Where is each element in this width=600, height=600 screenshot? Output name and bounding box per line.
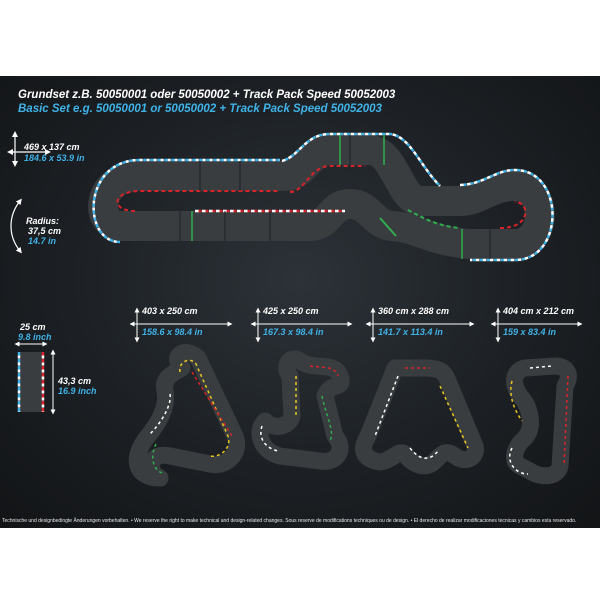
title-english: Basic Set e.g. 50050001 or 50050002 + Tr…	[18, 103, 382, 115]
layout-2-size-in: 167.3 x 98.4 in	[263, 327, 324, 337]
main-size-cm: 469 x 137 cm	[24, 142, 80, 152]
layout-3-size-cm: 360 cm x 288 cm	[378, 306, 450, 316]
piece-width-cm: 25 cm	[20, 322, 46, 332]
layout-1	[128, 344, 246, 487]
layout-2-size-cm: 425 x 250 cm	[263, 306, 319, 316]
radius-label: Radius:	[26, 216, 60, 226]
diagram-panel: Grundset z.B. 50050001 oder 50050002 + T…	[0, 76, 600, 528]
layout-1-size-cm: 403 x 250 cm	[142, 306, 198, 316]
layout-4	[506, 357, 577, 485]
layout-dimension-arrows	[129, 307, 583, 343]
layout-4-size-cm: 404 cm x 212 cm	[503, 306, 575, 316]
layout-3	[355, 359, 484, 475]
track-graphics	[7, 131, 583, 487]
track-piece-diagram	[14, 341, 56, 415]
piece-length-cm: 43,3 cm	[58, 376, 92, 386]
footer-disclaimer: Technische und designbedingte Änderungen…	[2, 518, 577, 524]
piece-length-in: 16.9 inch	[58, 386, 97, 396]
piece-width-in: 9.8 inch	[18, 332, 52, 342]
layout-3-size-in: 141.7 x 113.4 in	[378, 327, 443, 337]
main-track	[88, 132, 555, 262]
layout-4-size-in: 159 x 83.4 in	[503, 327, 557, 337]
layout-1-size-in: 158.6 x 98.4 in	[142, 327, 203, 337]
main-dimension-arrows	[7, 131, 51, 254]
title-german: Grundset z.B. 50050001 oder 50050002 + T…	[18, 89, 396, 101]
radius-cm: 37,5 cm	[28, 226, 62, 236]
layout-2	[251, 350, 350, 470]
radius-in: 14.7 in	[28, 236, 57, 246]
main-size-in: 184.6 x 53.9 in	[24, 153, 85, 163]
